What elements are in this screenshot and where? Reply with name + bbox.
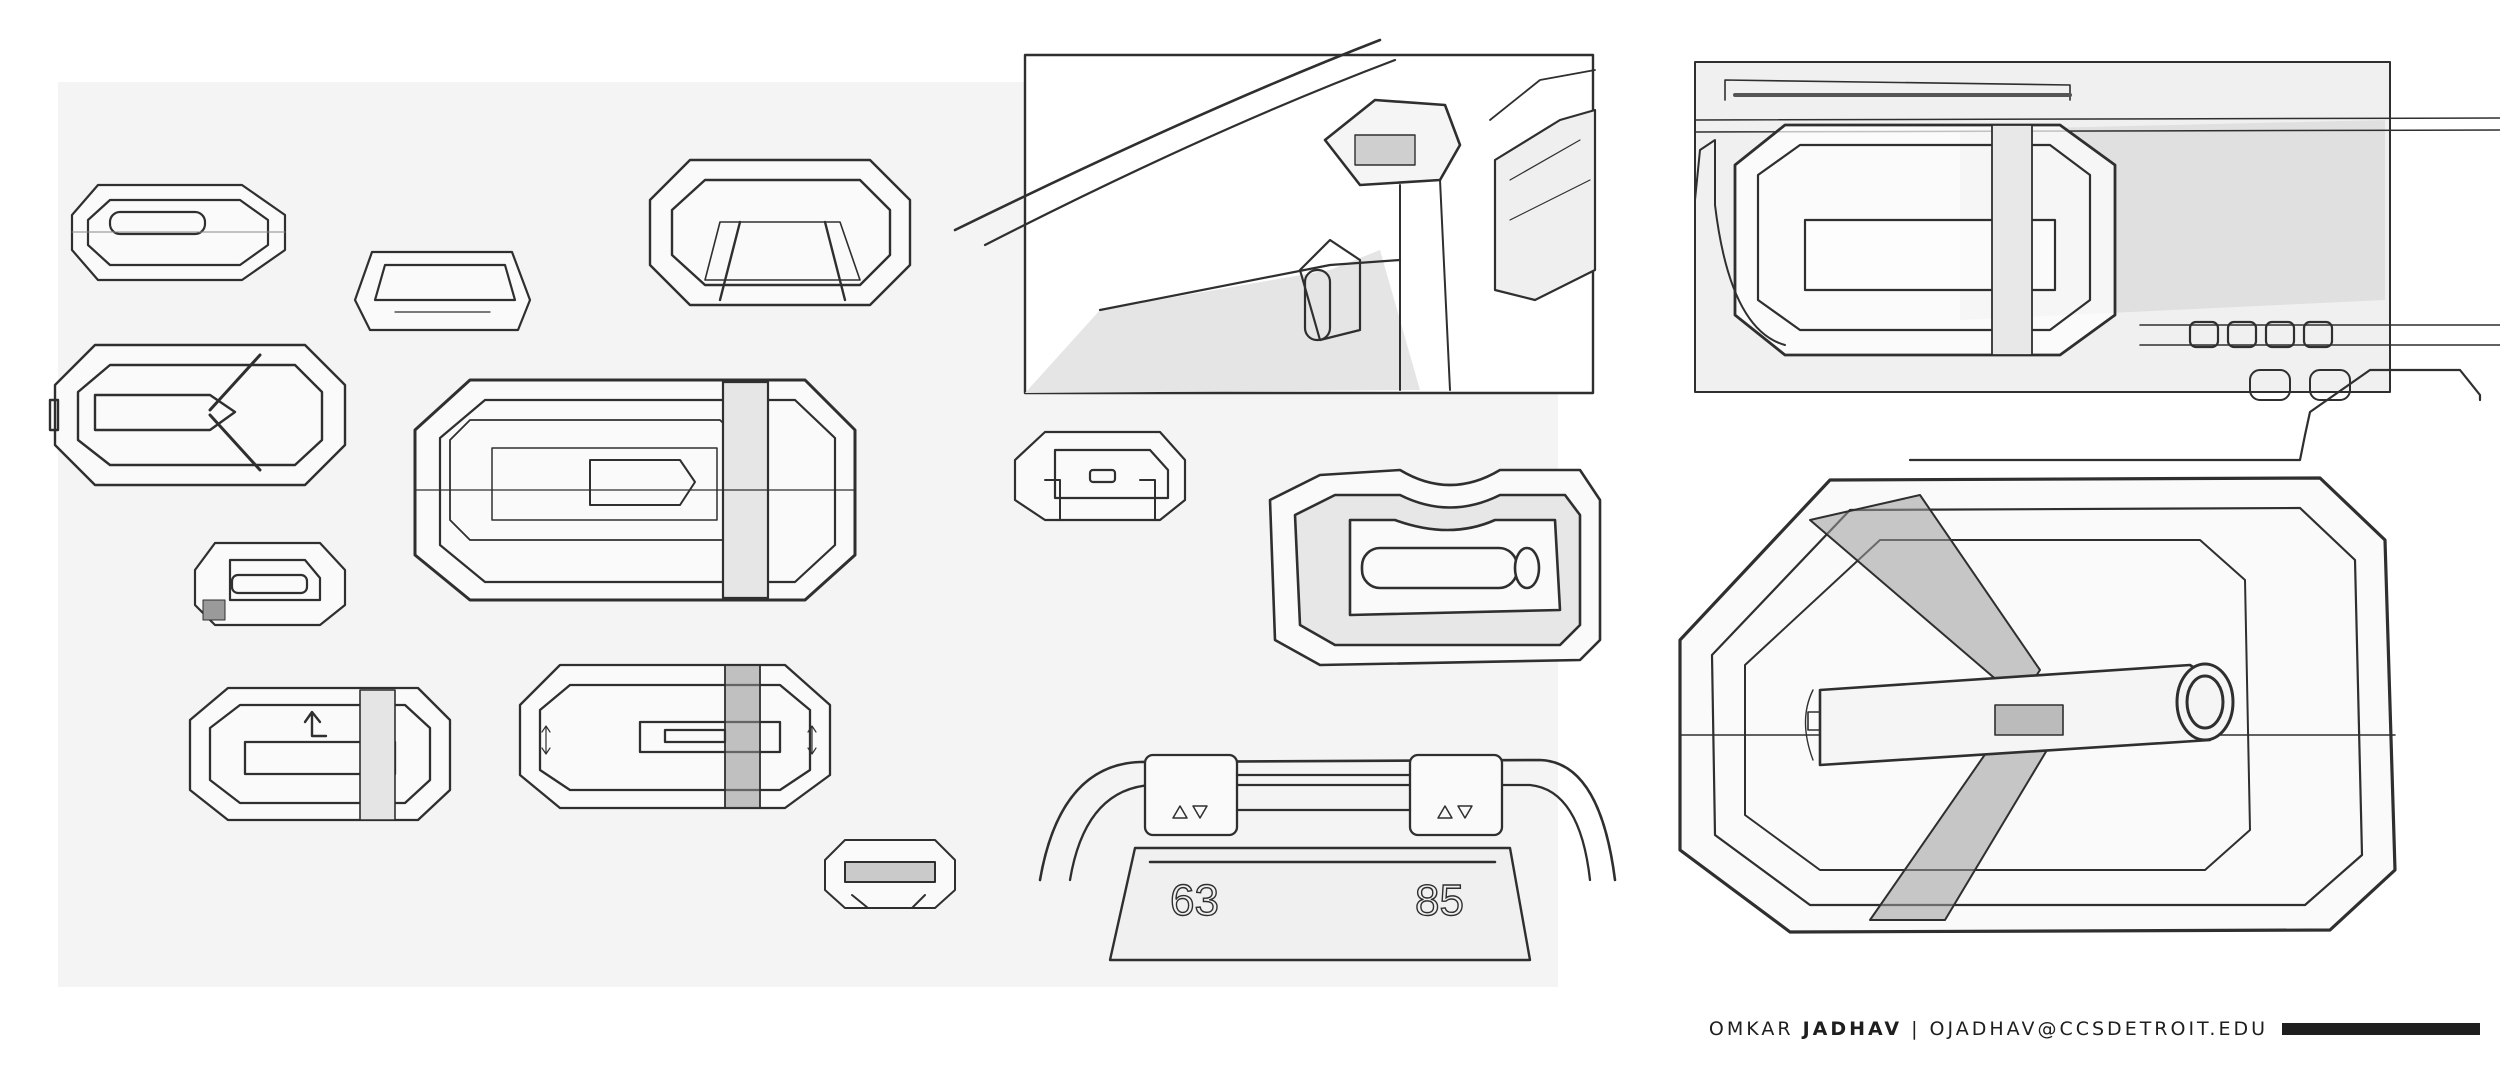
handle-sketch-2 xyxy=(353,250,532,332)
handle-sketch-5 xyxy=(413,378,857,602)
credit-separator: | xyxy=(1911,1018,1921,1040)
handle-sketch-4 xyxy=(48,343,347,487)
credit-line: OMKAR JADHAV | OJADHAV@CCSDETROIT.EDU xyxy=(1709,1009,2480,1049)
handle-sketch-1 xyxy=(70,183,287,282)
up-down-arrow-icon xyxy=(1437,805,1473,819)
handle-sketch-11 xyxy=(1268,468,1602,667)
credit-first-name: OMKAR xyxy=(1708,1018,1794,1040)
return-arrow-icon xyxy=(303,710,328,738)
credit-bar xyxy=(2282,1023,2480,1035)
handle-sketch-9 xyxy=(824,839,956,909)
handle-sketch-6 xyxy=(193,541,347,627)
interior-sketch-1 xyxy=(953,38,1597,395)
credit-email: OJADHAV@CCSDETROIT.EDU xyxy=(1929,1018,2268,1040)
interior-sketch-2 xyxy=(1694,61,2500,393)
handle-sketch-7 xyxy=(188,686,452,822)
hero-handle-sketch xyxy=(1678,368,2482,934)
handle-sketch-8 xyxy=(518,663,832,810)
up-down-arrow-icon xyxy=(1172,805,1208,819)
credit-last-name: JADHAV xyxy=(1802,1018,1903,1040)
handle-sketch-10 xyxy=(1013,430,1187,522)
dashboard-sketch xyxy=(1038,753,1617,962)
dashboard-readout-left: 63 xyxy=(1170,876,1219,925)
handle-sketch-3 xyxy=(648,158,912,307)
dashboard-readout-right: 85 xyxy=(1415,876,1464,925)
